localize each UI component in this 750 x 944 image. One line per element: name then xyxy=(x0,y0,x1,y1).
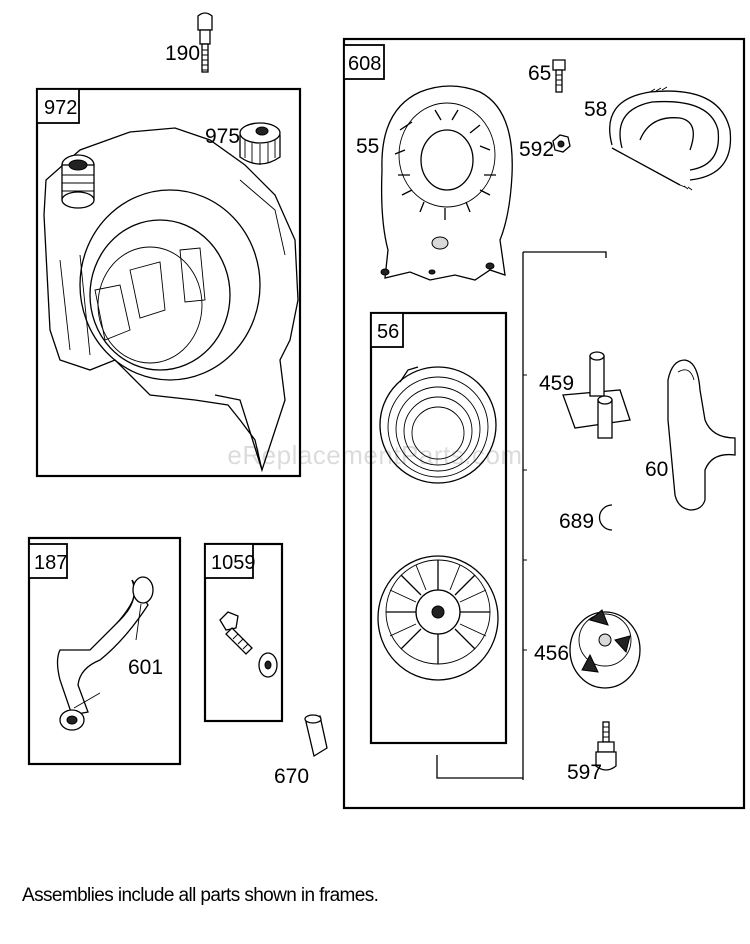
part-label-689: 689 xyxy=(559,510,594,533)
part-label-597: 597 xyxy=(567,761,602,784)
rewind-spring-drawing xyxy=(379,366,497,484)
assembly-1059-label: 1059 xyxy=(211,552,256,574)
part-label-670: 670 xyxy=(274,765,309,788)
part-label-975: 975 xyxy=(205,125,240,148)
part-58-starter-rope xyxy=(609,86,732,191)
part-689-retainer xyxy=(598,504,613,531)
part-975-fuel-cap xyxy=(239,122,281,165)
part-670-spacer xyxy=(304,714,328,758)
assembly-187-label: 187 xyxy=(34,552,67,574)
assembly-187-frame xyxy=(27,536,182,766)
assembly-608-label: 608 xyxy=(348,53,381,75)
part-456-cup xyxy=(569,609,641,689)
watermark: eReplacementParts.com xyxy=(227,440,523,470)
part-label-459: 459 xyxy=(539,372,574,395)
part-60-handle xyxy=(667,359,736,511)
blower-housing-drawing xyxy=(43,127,299,473)
part-597-screw xyxy=(595,721,617,771)
assembly-56-tag xyxy=(370,312,404,348)
assembly-56-frame xyxy=(369,311,508,745)
part-label-65: 65 xyxy=(528,62,551,85)
part-label-456: 456 xyxy=(534,642,569,665)
part-label-60: 60 xyxy=(645,458,668,481)
part-55-starter-housing xyxy=(380,85,513,281)
part-label-592: 592 xyxy=(519,138,554,161)
tube-drawing xyxy=(56,576,154,731)
assembly-connector-lines xyxy=(436,251,607,780)
assembly-972-label: 972 xyxy=(44,97,77,119)
assembly-608-frame xyxy=(342,37,746,810)
part-65-screw xyxy=(552,59,566,93)
part-592-nut xyxy=(552,134,571,153)
part-label-55: 55 xyxy=(356,135,379,158)
footnote: Assemblies include all parts shown in fr… xyxy=(22,885,379,906)
assembly-972-frame xyxy=(35,87,302,478)
part-459-pawl xyxy=(562,351,631,439)
part-label-601: 601 xyxy=(128,656,163,679)
part-190-bolt xyxy=(197,12,213,73)
assembly-608-tag xyxy=(343,44,385,80)
part-label-190: 190 xyxy=(165,42,200,65)
starter-pulley-drawing xyxy=(377,555,499,681)
part-label-58: 58 xyxy=(584,98,607,121)
assembly-187-tag xyxy=(28,543,68,579)
assembly-1059-tag xyxy=(204,543,254,579)
assembly-972-tag xyxy=(36,88,80,124)
assembly-56-label: 56 xyxy=(377,321,399,343)
bolt-washer-drawing xyxy=(219,611,278,678)
